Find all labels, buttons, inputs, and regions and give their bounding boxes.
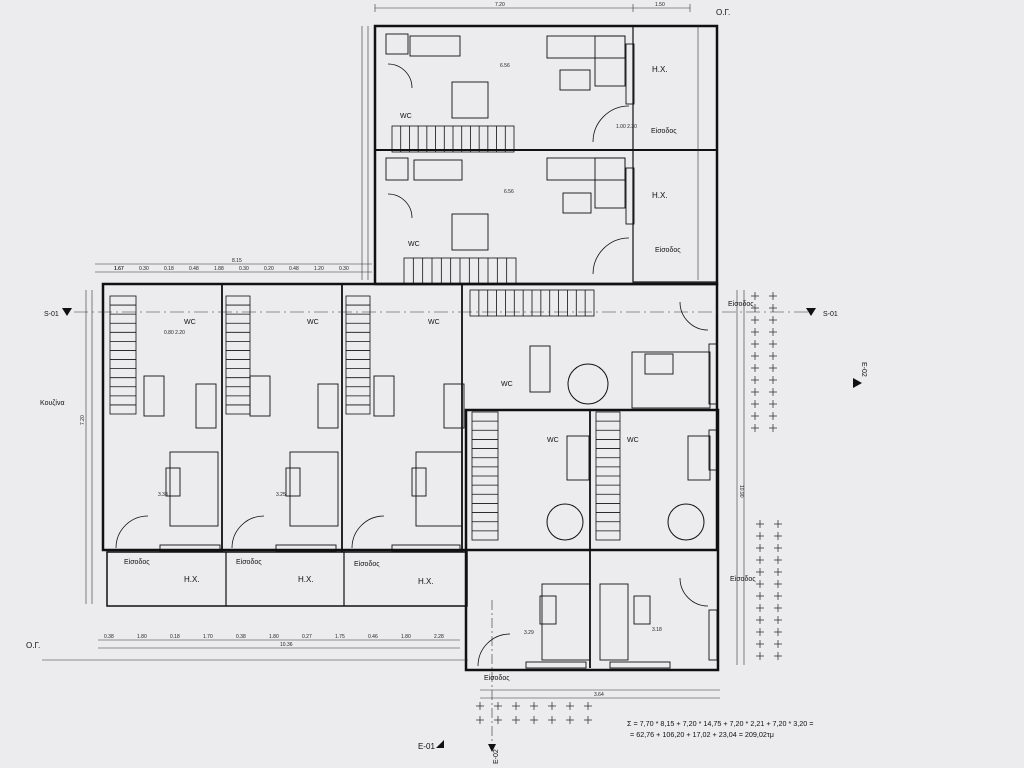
og-left-label: Ο.Γ.	[26, 641, 40, 650]
room-wc-5: WC	[428, 319, 440, 326]
dim-inner-a: 3.38	[158, 492, 168, 498]
furniture	[143, 33, 718, 669]
door-swings	[115, 63, 709, 667]
dim-bottom-row-value: 2.28	[434, 634, 444, 640]
room-eisodos-7: Είσοδος	[730, 575, 756, 583]
dim-side-a: 7.20	[80, 415, 86, 425]
room-eisodos-3: Είσοδος	[124, 558, 150, 566]
dim-top-row-value: 0.48	[189, 266, 199, 272]
dim-bottom-row-value: 0.46	[368, 634, 378, 640]
room-eisodos-2: Είσοδος	[655, 246, 681, 254]
staircase	[225, 295, 251, 415]
room-wc-6: WC	[501, 381, 513, 388]
dim-top-a: 7.20	[495, 2, 505, 8]
dim-bottom-row-value: 0.18	[170, 634, 180, 640]
dim-inner-c: 3.29	[524, 630, 534, 636]
dim-bottom-row-value: 1.70	[203, 634, 213, 640]
section-markers	[62, 308, 862, 752]
kitchen-label: Κουζίνα	[40, 399, 65, 407]
room-wc-2: WC	[408, 241, 420, 248]
dim-top-row-value: 1.67	[114, 266, 124, 272]
dim-door-a: 1.00 2.30	[616, 124, 637, 130]
staircase	[345, 295, 371, 415]
dim-side-b: 10.90	[738, 485, 744, 498]
dim-bottom-row-value: 1.80	[269, 634, 279, 640]
outer-walls	[101, 24, 720, 672]
room-hx-top-1: Η.Χ.	[652, 65, 668, 74]
dim-bottom-row-value: 0.38	[104, 634, 114, 640]
room-wc-7: WC	[547, 437, 559, 444]
room-hx-bottom-3: Η.Χ.	[418, 577, 434, 586]
dim-mid-b: 6.56	[504, 189, 514, 195]
dim-top-row-value: 0.18	[164, 266, 174, 272]
room-eisodos-4: Είσοδος	[236, 558, 262, 566]
section-s01-right: S-01	[823, 311, 838, 318]
room-eisodos-5: Είσοδος	[354, 560, 380, 568]
dim-top-b: 1.50	[655, 2, 665, 8]
dim-bottom-row-value: 0.27	[302, 634, 312, 640]
dim-top-row-value: 0.30	[339, 266, 349, 272]
room-wc-1: WC	[400, 113, 412, 120]
dim-bottom-row-value: 1.80	[137, 634, 147, 640]
room-hx-bottom-2: Η.Χ.	[298, 575, 314, 584]
dim-row-b: 1.67	[114, 266, 124, 272]
dim-top-row-value: 0.48	[289, 266, 299, 272]
dim-bottom-b: 3.64	[594, 692, 604, 698]
room-eisodos-1: Είσοδος	[651, 127, 677, 135]
room-hx-top-2: Η.Χ.	[652, 191, 668, 200]
dim-top-row-value: 1.88	[214, 266, 224, 272]
elevation-e02-right: E-02	[860, 362, 867, 377]
dim-bottom-row-value: 1.75	[335, 634, 345, 640]
room-wc-4: WC	[307, 319, 319, 326]
top-row-dimensions: 1.67 0.30 0.18 0.48 1.88 0.30 0.20 0.48 1.20 0.30	[114, 266, 349, 272]
room-eisodos-8: Είσοδος	[484, 674, 510, 682]
dim-bottom-row-value: 1.80	[401, 634, 411, 640]
dim-top-row-value: 0.30	[239, 266, 249, 272]
dim-inner-d: 3.18	[652, 627, 662, 633]
elevation-e02-bottom: E-02	[493, 749, 500, 764]
dim-bottom-row-value: 0.38	[236, 634, 246, 640]
dimension-ticks	[476, 292, 782, 724]
area-formula-line1: Σ = 7,70 * 8,15 + 7,20 * 14,75 + 7,20 * …	[627, 719, 813, 728]
dim-top-row-value: 0.30	[139, 266, 149, 272]
dim-inner-b: 3.25	[276, 492, 286, 498]
room-wc-3: WC	[184, 319, 196, 326]
dim-door-b: 0.80 2.20	[164, 330, 185, 336]
section-s01-left: S-01	[44, 311, 59, 318]
dim-top-row-value: 0.20	[264, 266, 274, 272]
room-eisodos-6: Είσοδος	[728, 300, 754, 308]
dim-bottom-total: 10.36	[280, 642, 293, 648]
bottom-row-dimensions: 0.38 1.80 0.18 1.70 0.38 1.80 0.27 1.75 0.46 1.80…	[104, 634, 444, 640]
elevation-e01-bottom: E-01	[418, 742, 435, 751]
dim-row-a: 8.15	[232, 258, 242, 264]
dim-top-row-value: 1.20	[314, 266, 324, 272]
area-formula-line2: = 62,76 + 106,20 + 17,02 + 23,04 = 209,0…	[630, 730, 774, 739]
dimension-lines	[42, 4, 810, 745]
og-top-label: Ο.Γ.	[716, 8, 730, 17]
room-hx-bottom-1: Η.Χ.	[184, 575, 200, 584]
room-wc-8: WC	[627, 437, 639, 444]
staircase	[109, 295, 137, 415]
dim-mid-a: 6.56	[500, 63, 510, 69]
staircases	[109, 125, 621, 541]
dining-tables	[546, 363, 705, 541]
